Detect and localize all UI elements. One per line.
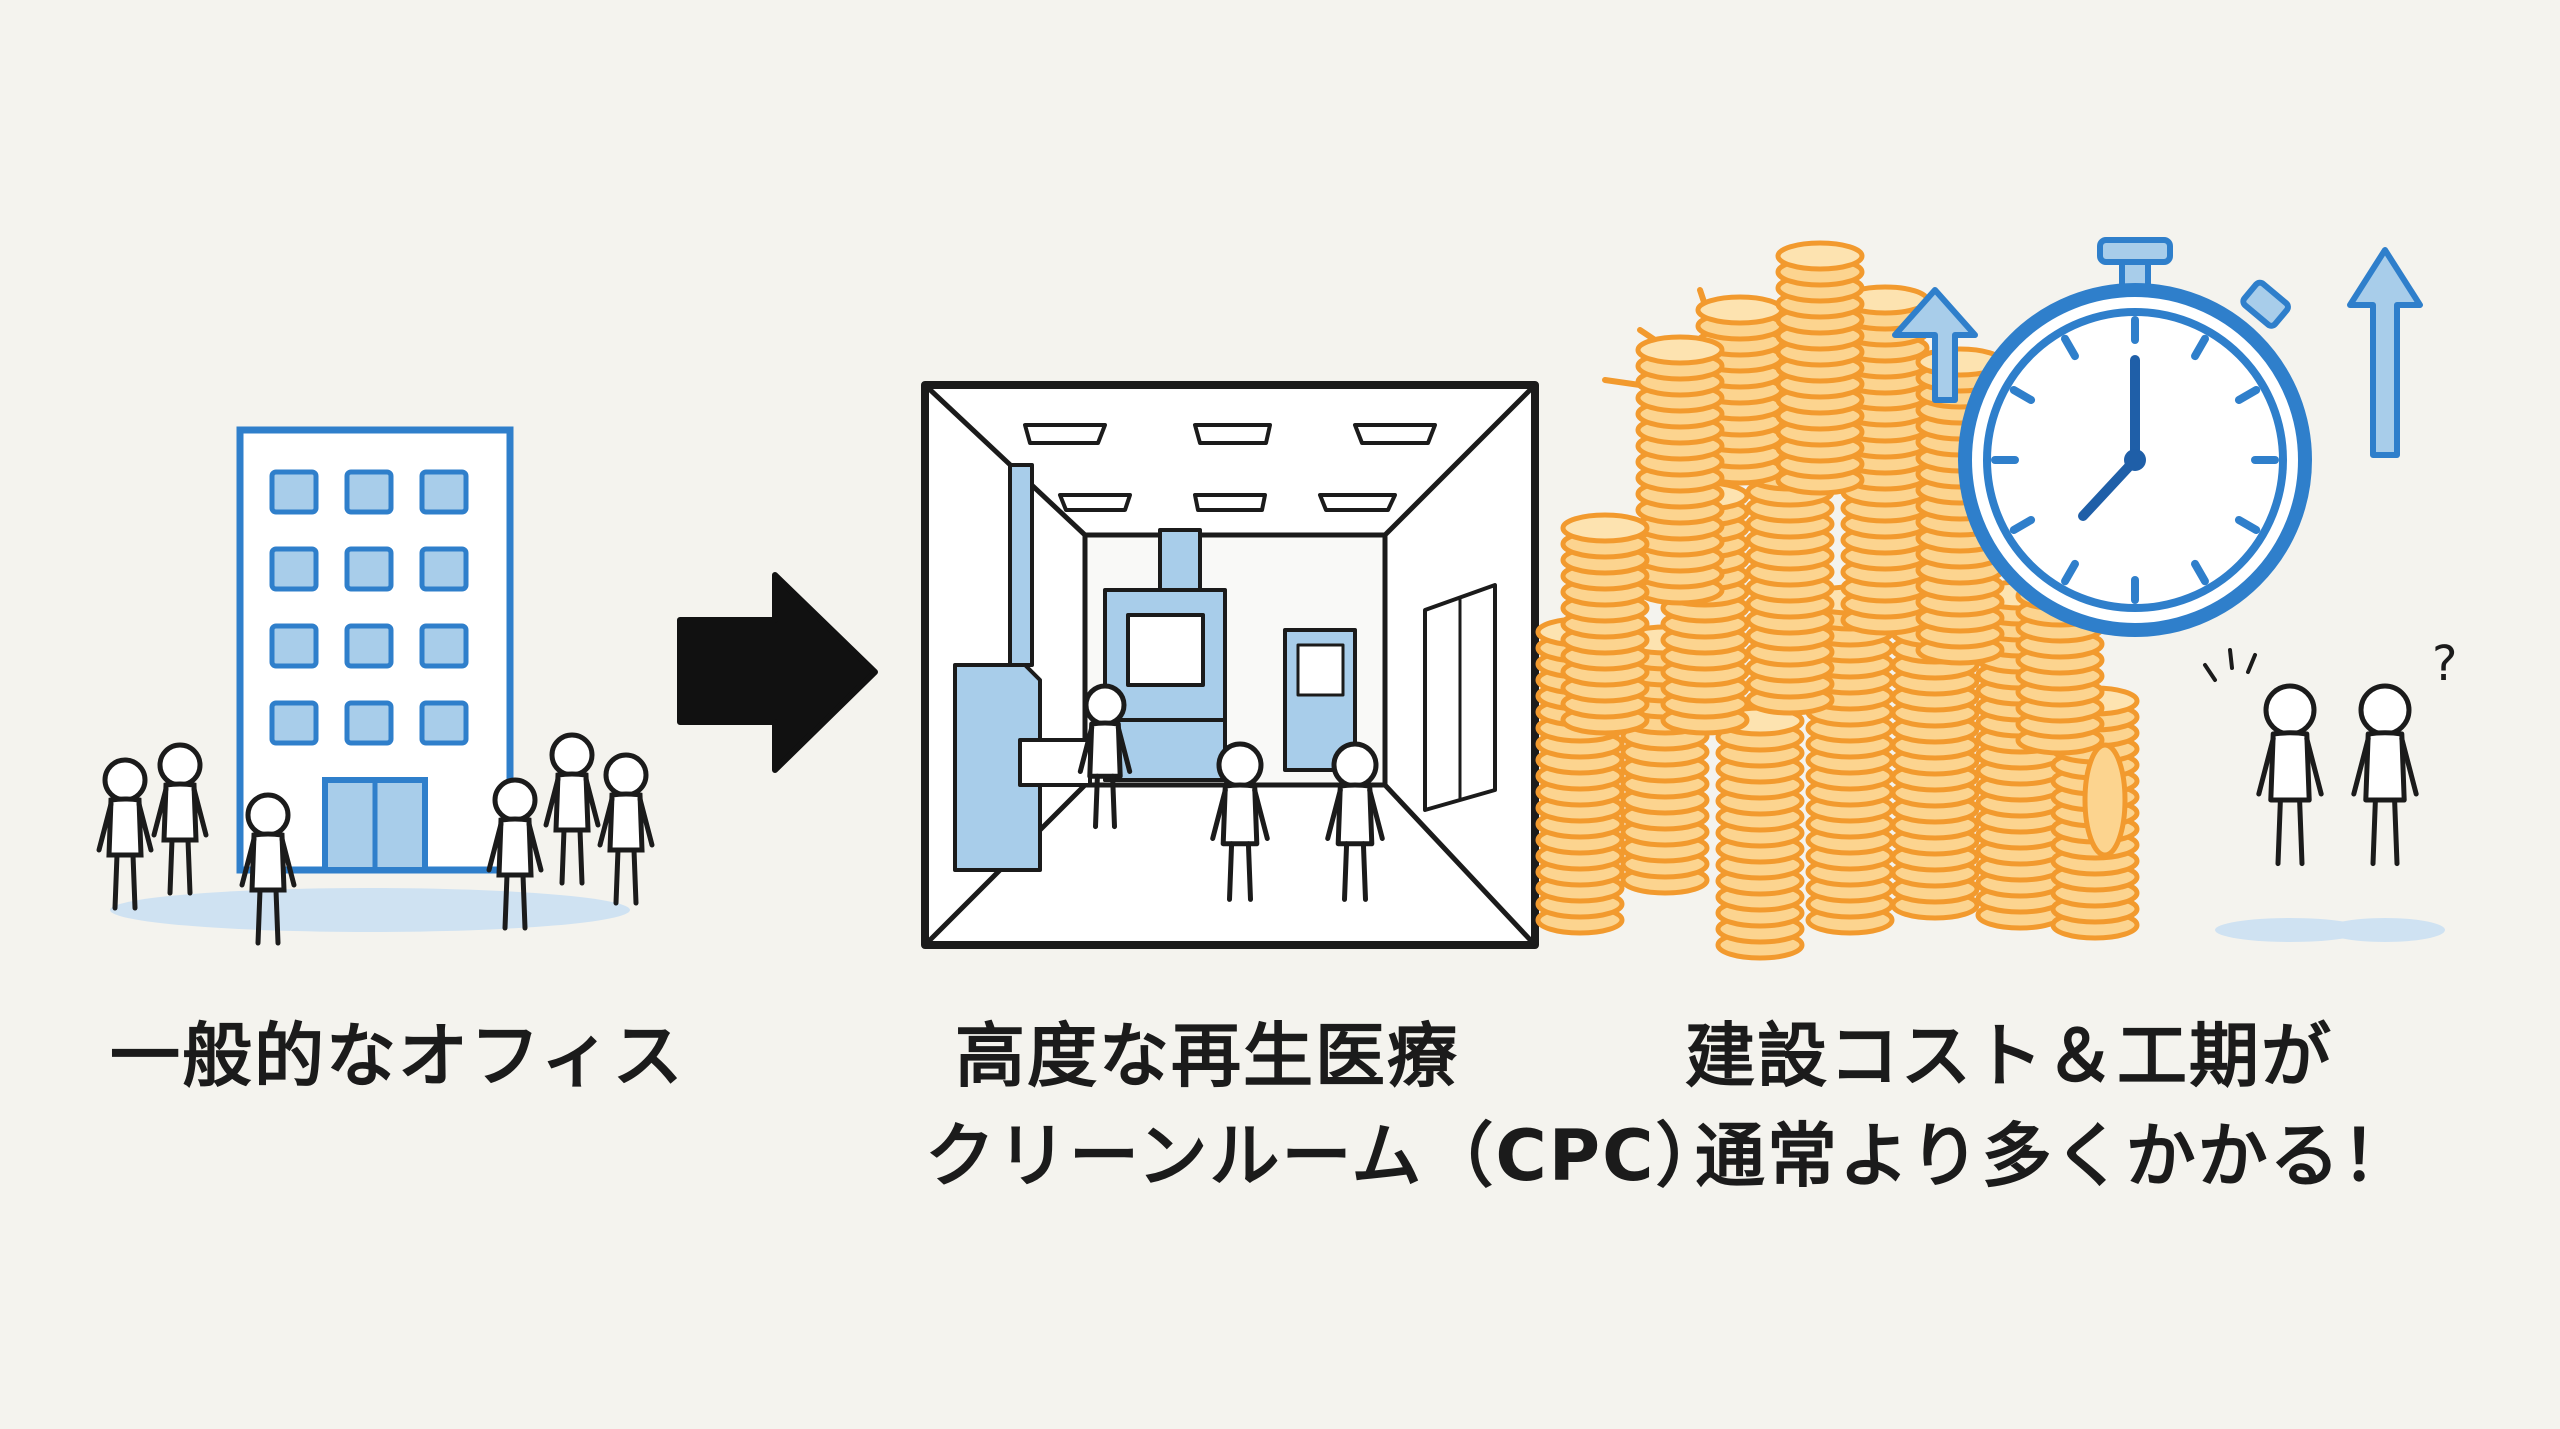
office-person	[597, 752, 655, 906]
office-window	[269, 469, 319, 515]
office-window	[419, 546, 469, 592]
stopwatch-tick	[2061, 334, 2079, 361]
stopwatch-tick	[2234, 386, 2261, 404]
cost-caption-line1: 建設コスト＆工期が	[1685, 1015, 2333, 1097]
office-window	[344, 469, 394, 515]
cleanroom-caption-line2: クリーンルーム（CPC）	[925, 1115, 1728, 1197]
shadow	[2325, 918, 2445, 942]
office-caption: 一般的なオフィス	[110, 1015, 685, 1097]
office-person	[151, 742, 209, 896]
cleanroom-caption-line1: 高度な再生医療	[955, 1015, 1459, 1097]
right-arrow-icon	[677, 572, 878, 773]
office-window	[269, 623, 319, 669]
office-people	[96, 732, 655, 946]
cleanroom-worker	[1325, 741, 1385, 902]
coin-stack	[1715, 705, 1805, 961]
stopwatch-icon	[1958, 237, 2312, 637]
office-building-icon	[110, 426, 630, 932]
cleanroom-worker	[1077, 683, 1133, 830]
surprise-marks	[2203, 648, 2257, 682]
shadow	[2215, 918, 2365, 942]
stopwatch-tick	[2234, 516, 2261, 534]
office-window	[419, 469, 469, 515]
office-window	[419, 623, 469, 669]
office-window	[269, 700, 319, 746]
stopwatch-tick	[2009, 516, 2036, 534]
office-window	[344, 546, 394, 592]
office-person	[96, 757, 154, 911]
confused-person	[2256, 683, 2324, 867]
question-mark-icon: ?	[2432, 636, 2457, 692]
office-person	[486, 777, 544, 931]
coin-stack	[1775, 240, 1865, 496]
office-window	[419, 700, 469, 746]
office-window	[344, 623, 394, 669]
stopwatch-tick	[2061, 559, 2079, 586]
stopwatch-ticks	[1991, 316, 2279, 604]
stopwatch-tick	[2191, 334, 2209, 361]
confused-person	[2351, 683, 2419, 867]
coin-stack	[1560, 512, 1650, 736]
cleanroom-workers	[1077, 683, 1385, 902]
cleanroom-worker	[1210, 741, 1270, 902]
stopwatch-tick	[2009, 386, 2036, 404]
office-person	[543, 732, 601, 886]
loose-coin	[2082, 742, 2128, 858]
office-window	[344, 700, 394, 746]
stopwatch-tick	[2191, 559, 2209, 586]
coin-stack	[1635, 334, 1725, 606]
office-person	[239, 792, 297, 946]
coin-stacks-icon	[1535, 240, 2140, 961]
office-window	[269, 546, 319, 592]
cost-caption-line2: 通常より多くかかる！	[1695, 1115, 2414, 1197]
up-arrow-icon	[1892, 247, 2423, 458]
confused-people	[2215, 683, 2445, 942]
office-windows	[269, 469, 469, 746]
